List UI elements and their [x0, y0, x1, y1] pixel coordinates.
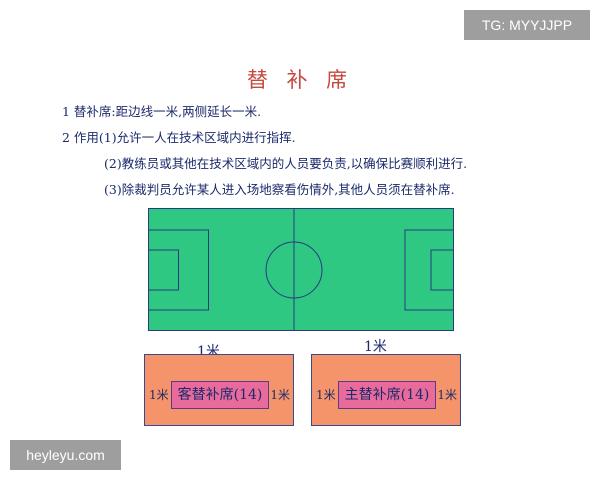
right-goal-area	[430, 249, 454, 291]
page-title: 替 补 席	[246, 68, 354, 92]
rule-2-sub-2: (2)教练员或其他在技术区域内的人员要负责,以确保比赛顺利进行.	[104, 156, 468, 171]
home-bench-seat: 主替补席(14)	[338, 381, 436, 409]
home-bench-distance-label: 1米	[364, 339, 387, 355]
away-bench-left-extension: 1米	[149, 388, 169, 402]
home-bench-left-extension: 1米	[316, 388, 336, 402]
rule-1: 1 替补席:距边线一米,两侧延长一米.	[62, 104, 262, 119]
pitch-surface	[148, 208, 454, 331]
watermark-site: heyleyu.com	[10, 440, 121, 470]
home-bench-area: 1米 主替补席(14) 1米	[311, 354, 461, 426]
watermark-tg: TG: MYYJJPP	[464, 10, 590, 40]
away-bench-area: 1米 客替补席(14) 1米	[144, 354, 294, 426]
center-circle	[265, 241, 323, 299]
rule-2: 2 作用(1)允许一人在技术区域内进行指挥.	[62, 130, 296, 145]
home-bench-right-extension: 1米	[437, 388, 457, 402]
rule-2-sub-3: (3)除裁判员允许某人进入场地察看伤情外,其他人员须在替补席.	[104, 182, 455, 197]
away-bench-seat: 客替补席(14)	[171, 381, 269, 409]
away-bench-right-extension: 1米	[270, 388, 290, 402]
left-goal-area	[148, 249, 179, 291]
football-pitch	[148, 208, 454, 331]
